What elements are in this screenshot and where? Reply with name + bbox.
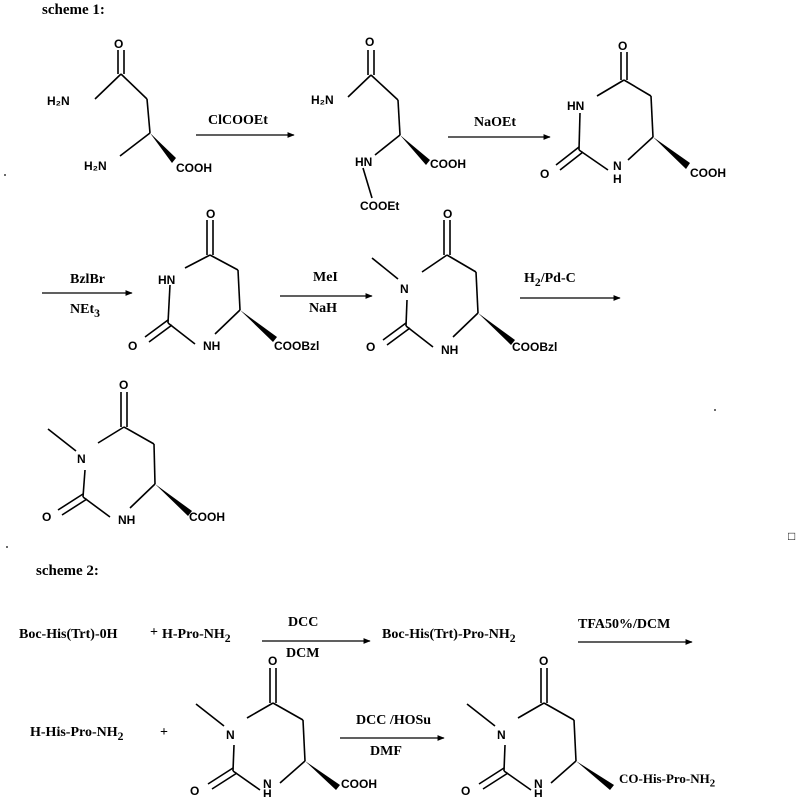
stray-dot (4, 174, 6, 176)
atom-o: O (190, 784, 199, 797)
plus-sign-2: + (160, 725, 168, 740)
atom-h2n: H₂N (311, 93, 334, 107)
atom-o: O (366, 340, 375, 354)
molecule-ethoxycarbonyl-asparagine (347, 50, 430, 199)
atom-o: O (128, 339, 137, 353)
atom-hn: HN (355, 155, 372, 169)
atom-o: O (539, 654, 548, 668)
product-sidechain-label: CO-His-Pro-NH2 (619, 771, 716, 790)
atom-labels: O H₂N H₂N COOH O H₂N HN COOH COOEt O HN … (42, 35, 726, 797)
molecule-asparagine (94, 50, 176, 163)
compound-h-his-pro-nh2: H-His-Pro-NH2 (30, 725, 124, 743)
compound-boc-his-trt-oh: Boc-His(Trt)-0H (19, 627, 118, 642)
atom-cooh: COOH (189, 510, 225, 524)
atom-o: O (42, 510, 51, 524)
square-marker: □ (788, 529, 796, 543)
reagent-dcc: DCC (288, 615, 319, 630)
atom-n: N (77, 452, 86, 466)
reagent-nah: NaH (309, 301, 337, 316)
plus-sign-1: + (150, 625, 158, 640)
atom-o: O (114, 37, 123, 51)
reagent-dmf: DMF (370, 744, 402, 759)
atom-n: N (226, 728, 235, 742)
molecule-dihydroorotic-acid (555, 52, 690, 171)
reagent-naoet: NaOEt (474, 115, 516, 130)
reagent-dcm: DCM (286, 646, 320, 661)
atom-hn: HN (567, 99, 584, 113)
atom-o: O (461, 784, 470, 797)
atom-o: O (618, 39, 627, 53)
reagent-h2-pdc: H2/Pd-C (524, 271, 576, 289)
scheme-1-title: scheme 1: (42, 2, 105, 18)
atom-coobzl: COOBzl (512, 340, 557, 354)
molecule-final-product (466, 668, 614, 791)
atom-h: H (263, 787, 272, 797)
atom-n: N (613, 159, 622, 173)
stray-dot (6, 546, 8, 548)
atom-coobzl: COOBzl (274, 339, 319, 353)
atom-h2n: H₂N (84, 159, 107, 173)
reagent-tfa-dcm: TFA50%/DCM (578, 617, 671, 632)
molecule-methyl-benzyl-ester (371, 220, 515, 348)
atom-o: O (206, 207, 215, 221)
compound-boc-his-trt-pro-nh2: Boc-His(Trt)-Pro-NH2 (382, 627, 516, 645)
atom-n: N (534, 777, 543, 791)
atom-h: H (534, 787, 543, 797)
atom-o: O (540, 167, 549, 181)
compound-h-pro-nh2: H-Pro-NH2 (162, 627, 231, 645)
atom-n: N (400, 282, 409, 296)
atom-o: O (119, 378, 128, 392)
atom-cooh: COOH (176, 161, 212, 175)
atom-o: O (443, 207, 452, 221)
atom-o: O (268, 654, 277, 668)
molecule-reactant-acid (195, 668, 340, 791)
atom-o: O (365, 35, 374, 49)
reagent-mei: MeI (313, 270, 338, 285)
reagent-dcc-hosu: DCC /HOSu (356, 713, 432, 728)
atom-cooh: COOH (690, 166, 726, 180)
molecule-benzyl-ester (144, 220, 277, 345)
atom-cooh: COOH (430, 157, 466, 171)
atom-nh: NH (203, 339, 220, 353)
stray-dot (714, 409, 716, 411)
atom-hn: HN (158, 273, 175, 287)
atom-nh: NH (118, 513, 135, 527)
atom-h: H (613, 172, 622, 186)
reagent-clcooet: ClCOOEt (208, 113, 268, 128)
reagent-bzlbr: BzlBr (70, 272, 105, 287)
reagent-net3: NEt3 (70, 302, 100, 320)
atom-h2n: H₂N (47, 94, 70, 108)
atom-cooet: COOEt (360, 199, 399, 213)
atom-nh: NH (441, 343, 458, 357)
atom-cooh: COOH (341, 777, 377, 791)
scheme-2-title: scheme 2: (36, 563, 99, 579)
molecule-methyl-dihydroorotic-acid (47, 392, 192, 518)
atom-n: N (497, 728, 506, 742)
atom-n: N (263, 777, 272, 791)
